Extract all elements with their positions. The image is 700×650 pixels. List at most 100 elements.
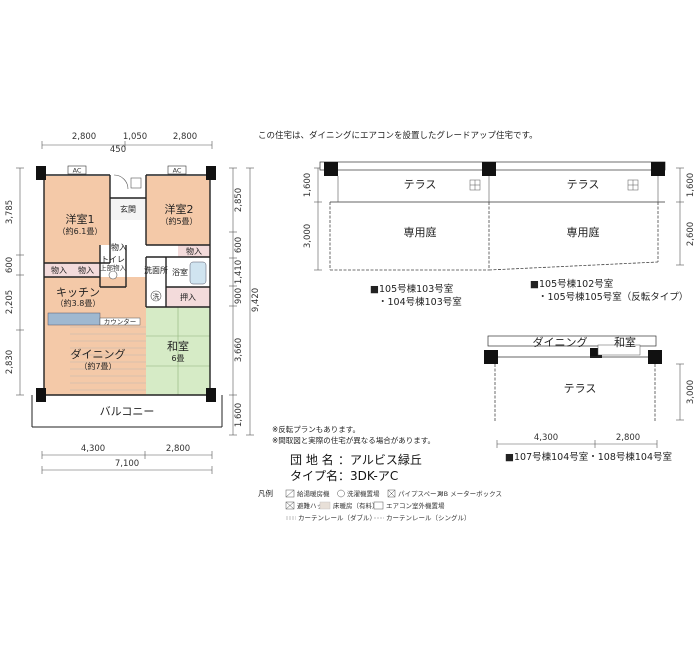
right-dim-4: 900 [234, 288, 244, 304]
pillar-top-left [36, 166, 46, 180]
variant-a-caption-2-line-1: ■105号棟102号室 [530, 278, 613, 290]
bottom-dim-1: 4,300 [81, 444, 105, 454]
japanese-room-size: 6畳 [171, 354, 184, 363]
bottom-dim-2: 2,800 [166, 444, 190, 454]
western-room-2-size: （約5畳） [160, 216, 197, 226]
dining-name: ダイニング [71, 347, 126, 361]
ac-unit-right-icon [167, 165, 187, 175]
variant-a-garden-2: 専用庭 [567, 225, 600, 239]
right-total-dim: 9,420 [251, 288, 261, 312]
western-room-2 [146, 176, 210, 245]
meter-box-icon [130, 177, 142, 189]
japanese-room-name: 和室 [167, 339, 189, 353]
legend: 凡例 給湯暖房機 洗濯機置場 パイプスペース MB メーターボックス 避難ハッチ… [258, 488, 502, 522]
legend-item-water-heater: 給湯暖房機 [297, 489, 330, 498]
storage-label-hall: 物入 [111, 242, 127, 252]
variant-a-garden-1: 専用庭 [404, 225, 437, 239]
legend-item-curtain-double: カーテンレール（ダブル） [298, 513, 376, 522]
variant-a-caption-1-line-1: ■105号棟103号室 [370, 283, 453, 295]
top-span-dim: 450 [110, 145, 126, 155]
dining-area [44, 327, 146, 395]
left-dim-1: 3,785 [5, 200, 15, 224]
estate-name-label: 団 地 名 [290, 452, 334, 467]
toilet-storage-label: 上部物入 [100, 263, 127, 272]
entrance-area [110, 198, 146, 220]
variant-a-caption-1-line-2: ・104号棟103号室 [378, 296, 462, 308]
plan-description: この住宅は、ダイニングにエアコンを設置したグレードアップ住宅です。 [258, 130, 538, 141]
legend-item-pipe-space: パイプスペース [398, 490, 443, 498]
type-name-label: タイプ名 [290, 468, 338, 483]
legend-title: 凡例 [258, 488, 273, 498]
variant-b-right-dim: 3,000 [686, 380, 696, 404]
closet-label: 押入 [180, 292, 196, 302]
pillar-bottom-right [206, 388, 216, 402]
variant-a-left-dim-2: 3,000 [303, 224, 313, 248]
legend-item-floor-heating: 床暖房（有料） [333, 501, 379, 510]
variant-a-right-dim-2: 2,600 [686, 222, 696, 246]
variant-b-plan: ダイニング 和室 テラス 3,000 4,300 2,800 ■107号棟104… [484, 335, 696, 463]
right-dim-3: 1,410 [234, 260, 244, 284]
kitchen-sink-icon [47, 312, 101, 326]
washer-icon [150, 290, 162, 302]
right-dim-1: 2,850 [234, 188, 244, 212]
western-room-1-size: （約6.1畳） [58, 226, 103, 236]
type-name-value: ：3DK-アC [338, 469, 398, 483]
counter-icon [99, 317, 141, 326]
variant-b-japanese: 和室 [614, 335, 636, 349]
legend-item-escape-hatch: 避難ハッチ [297, 501, 330, 510]
washroom-label: 洗面所 [144, 265, 168, 275]
estate-name-value: ：アルビス緑丘 [338, 452, 422, 467]
variant-a-left-dim-1: 1,600 [303, 173, 313, 197]
right-dim-6: 1,600 [234, 403, 244, 427]
pillar-bottom-left [36, 388, 46, 402]
bathtub-icon [189, 261, 207, 285]
variant-b-dining: ダイニング [533, 335, 588, 349]
balcony-area [30, 395, 224, 427]
entrance-label: 玄関 [120, 204, 136, 214]
kitchen-name: キッチン [56, 286, 100, 299]
note-differences: ※間取図と実際の住宅が異なる場合があります。 [272, 435, 435, 445]
western-room-1 [44, 176, 110, 263]
balcony-label: バルコニー [100, 405, 155, 418]
kitchen-size: （約3.8畳） [56, 298, 101, 308]
washer-label: 洗 [153, 292, 160, 301]
top-dim-1: 2,800 [72, 132, 96, 142]
toilet-label: トイレ [101, 255, 125, 264]
ac-outdoor-icon [373, 501, 384, 510]
top-dim-2: 1,050 [123, 132, 147, 142]
left-dim-4: 2,830 [5, 350, 15, 374]
washer-place-icon [337, 489, 345, 498]
variant-b-bottom-dim-2: 2,800 [616, 433, 640, 443]
right-dim-5: 3,660 [234, 338, 244, 362]
variant-a-terrace-2: テラス [567, 178, 600, 191]
left-dim-2: 600 [5, 257, 15, 273]
variant-b-caption: ■107号棟104号室・108号棟104号室 [505, 451, 672, 463]
note-reverse-plan: ※反転プランもあります。 [272, 424, 360, 434]
storage-label-left-2: 物入 [78, 265, 94, 275]
storage-label-left-1: 物入 [51, 265, 67, 275]
dining-size: （約7畳） [79, 361, 116, 371]
toilet-icon [108, 270, 118, 280]
legend-item-curtain-single: カーテンレール（シングル） [386, 513, 471, 522]
main-floor-plan: 2,800 1,050 2,800 450 4,300 2,800 7,100 … [5, 132, 261, 474]
variant-a-right-dim-1: 1,600 [686, 173, 696, 197]
left-dim-3: 2,205 [5, 290, 15, 314]
ac-label-left: AC [73, 167, 82, 175]
variant-a-terrace-1: テラス [404, 178, 437, 191]
variant-a-caption-2-line-2: ・105号棟105号室（反転タイプ） [538, 291, 688, 303]
storage-label-right: 物入 [186, 246, 202, 256]
right-dim-2: 600 [234, 237, 244, 253]
entrance-door-icon [113, 174, 129, 190]
floor-heating-icon [319, 501, 331, 510]
legend-item-meter-box: MB メーターボックス [438, 489, 502, 498]
western-room-2-name: 洋室2 [165, 202, 194, 216]
top-dim-3: 2,800 [173, 132, 197, 142]
ac-label-right: AC [173, 167, 182, 175]
legend-item-washer: 洗濯機置場 [347, 489, 380, 498]
variant-a-plan: 1,600 3,000 1,600 2,600 テラス テラス 専用庭 専用庭 [303, 161, 696, 308]
storage-right [178, 245, 210, 257]
pillar-top-right [206, 166, 216, 180]
ac-unit-left-icon [67, 165, 87, 175]
closet-area [166, 287, 210, 307]
